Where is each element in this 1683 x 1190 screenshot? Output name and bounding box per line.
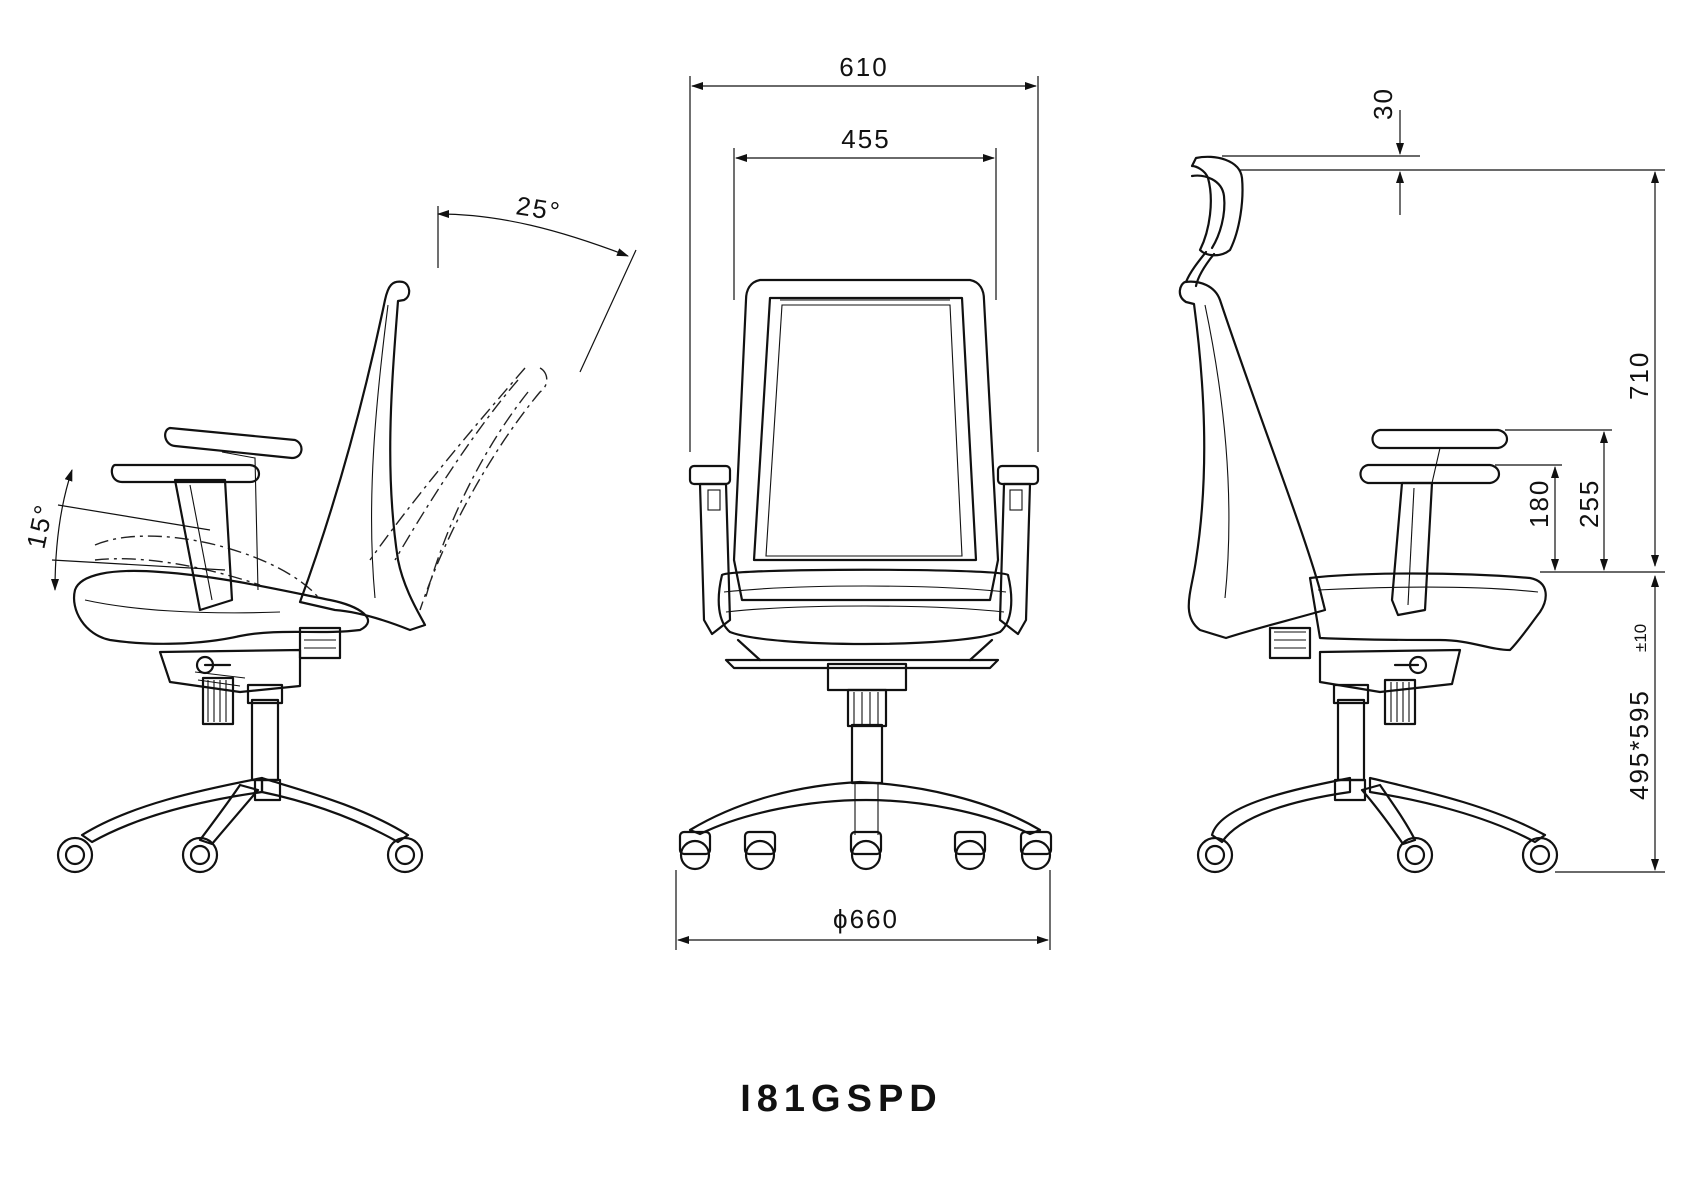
right-dim-710: 710: [1240, 169, 1665, 567]
left-dim-25: 25°: [437, 190, 637, 373]
front-casters: [678, 830, 1053, 871]
headrest-adjust-label: 30: [1368, 87, 1398, 120]
front-dim-610: 610: [689, 52, 1039, 452]
left-backrest: [298, 280, 427, 632]
right-seat: [1308, 572, 1547, 652]
right-dim-seat-height: 495*595 ±10: [1555, 575, 1665, 873]
model-number: I81GSPD: [740, 1078, 943, 1120]
arm-low-label: 180: [1524, 479, 1554, 528]
right-dim-30: 30: [1222, 87, 1420, 215]
arm-high-label: 255: [1574, 479, 1604, 528]
right-backrest: [1178, 280, 1327, 640]
width-overall-label: 610: [839, 52, 888, 82]
base-diameter-label: ϕ660: [833, 904, 899, 934]
seat-height-tolerance-label: ±10: [1631, 624, 1650, 652]
seat-height-label: 495*595: [1624, 689, 1654, 800]
angle-back-label: 25°: [514, 190, 563, 227]
angle-seat-label: 15°: [21, 501, 60, 552]
back-height-label: 710: [1624, 351, 1654, 400]
right-headrest: [1184, 155, 1244, 288]
right-armrests: [1359, 428, 1509, 617]
front-base: [688, 780, 1042, 836]
left-armrest: [110, 426, 303, 612]
left-base: [56, 676, 424, 874]
right-base: [1196, 678, 1559, 874]
front-armrests: [688, 464, 1040, 636]
front-backrest: [732, 278, 1000, 602]
right-mechanism: [1268, 626, 1462, 694]
front-view: 610 455 ϕ660: [675, 52, 1053, 950]
right-dim-arm: 180 255: [1495, 429, 1665, 573]
right-side-view: 710 30 180 255 495*595 ±10: [1178, 87, 1665, 874]
left-side-view: 25° 15°: [21, 190, 637, 874]
left-mechanism: [158, 626, 342, 694]
width-back-label: 455: [841, 124, 890, 154]
front-dim-455: 455: [733, 124, 997, 300]
front-seat: [717, 568, 1013, 646]
front-dim-660: ϕ660: [675, 870, 1051, 950]
left-seat: [72, 569, 369, 645]
